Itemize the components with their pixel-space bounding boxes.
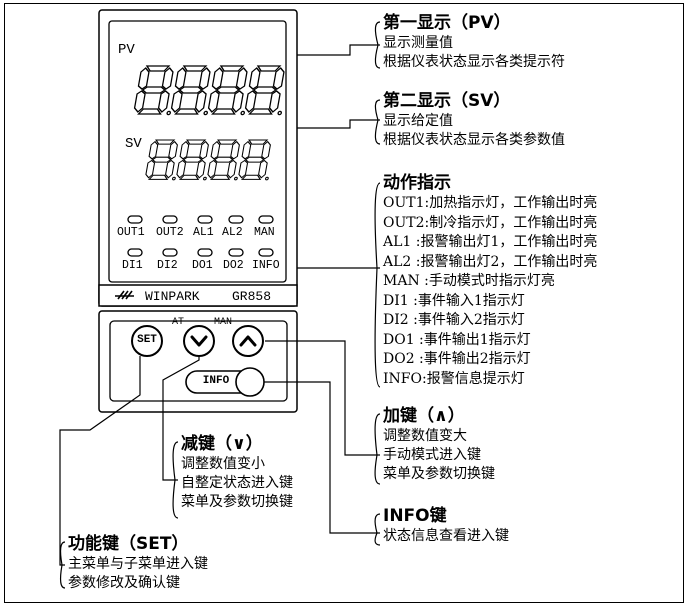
annotation-action-line: DO1 :事件输出1指示灯 bbox=[383, 331, 531, 348]
led-label-do2: DO2 bbox=[223, 259, 244, 272]
annotation-info-title: INFO键 bbox=[383, 506, 447, 526]
led-label-out1: OUT1 bbox=[117, 226, 145, 239]
annotation-pv: 第一显示（PV） 显示测量值 根据仪表状态显示各类提示符 bbox=[383, 12, 565, 72]
annotation-action-line: INFO:报警信息提示灯 bbox=[383, 370, 525, 387]
annotation-up-line: 菜单及参数切换键 bbox=[383, 466, 495, 482]
set-button-label: SET bbox=[137, 334, 157, 346]
annotation-info-line: 状态信息查看进入键 bbox=[383, 528, 509, 544]
led-label-al2: AL2 bbox=[222, 226, 243, 239]
brand-name: WINPARK bbox=[145, 289, 200, 304]
up-button[interactable] bbox=[232, 325, 264, 357]
annotation-up-title: 加键（∧） bbox=[383, 406, 465, 426]
annotation-action-line: MAN :手动模式时指示灯亮 bbox=[383, 273, 555, 289]
led-label-di2: DI2 bbox=[157, 259, 178, 272]
led-label-info: INFO bbox=[252, 259, 280, 272]
led-label-do1: DO1 bbox=[192, 259, 213, 272]
annotation-down-key: 减键（∨） 调整数值变小 自整定状态进入键 菜单及参数切换键 bbox=[181, 433, 293, 512]
annotation-set-line: 参数修改及确认键 bbox=[68, 575, 180, 591]
annotation-down-line: 自整定状态进入键 bbox=[181, 475, 293, 491]
chevron-up-icon bbox=[239, 335, 257, 347]
annotation-down-line: 菜单及参数切换键 bbox=[181, 494, 293, 510]
annotation-sv-title: 第二显示（SV） bbox=[383, 91, 511, 111]
annotation-sv: 第二显示（SV） 显示给定值 根据仪表状态显示各类参数值 bbox=[383, 90, 565, 150]
annotation-action-line: AL2 :报警输出灯2，工作输出时亮 bbox=[383, 253, 598, 270]
annotation-action: 动作指示 OUT1:加热指示灯，工作输出时亮 OUT2:制冷指示灯，工作输出时亮… bbox=[383, 172, 597, 389]
annotation-action-line: DO2 :事件输出2指示灯 bbox=[383, 351, 531, 367]
annotation-pv-line: 显示测量值 bbox=[383, 35, 453, 51]
led-label-al1: AL1 bbox=[193, 226, 214, 239]
outer-frame bbox=[4, 3, 684, 603]
annotation-action-line: DI2 :事件输入2指示灯 bbox=[383, 312, 525, 328]
led-label-di1: DI1 bbox=[122, 259, 143, 272]
brand-logo-icon bbox=[115, 290, 134, 300]
annotation-action-line: DI1 :事件输入1指示灯 bbox=[383, 292, 525, 309]
annotation-up-line: 调整数值变大 bbox=[383, 428, 467, 444]
led-label-man: MAN bbox=[254, 226, 275, 239]
model-name: GR858 bbox=[232, 289, 272, 304]
annotation-action-title: 动作指示 bbox=[383, 173, 451, 193]
annotation-up-key: 加键（∧） 调整数值变大 手动模式进入键 菜单及参数切换键 bbox=[383, 405, 495, 484]
sv-label: SV bbox=[125, 136, 142, 152]
annotation-sv-line: 显示给定值 bbox=[383, 113, 453, 129]
annotation-action-line: AL1 :报警输出灯1，工作输出时亮 bbox=[383, 234, 598, 250]
annotation-down-line: 调整数值变小 bbox=[181, 456, 265, 472]
set-button[interactable] bbox=[131, 325, 163, 357]
info-button-label: INFO bbox=[202, 375, 230, 387]
pv-label: PV bbox=[118, 42, 135, 58]
annotation-info-key: INFO键 状态信息查看进入键 bbox=[383, 505, 509, 546]
annotation-set-line: 主菜单与子菜单进入键 bbox=[68, 556, 208, 572]
annotation-action-line: OUT2:制冷指示灯，工作输出时亮 bbox=[383, 214, 598, 231]
annotation-down-title: 减键（∨） bbox=[181, 434, 263, 454]
led-row-2 bbox=[127, 248, 274, 257]
led-row-1 bbox=[127, 215, 274, 224]
chevron-down-icon bbox=[190, 335, 208, 347]
annotation-sv-line: 根据仪表状态显示各类参数值 bbox=[383, 132, 565, 148]
man-key-label: MAN bbox=[214, 317, 233, 328]
annotation-pv-title: 第一显示（PV） bbox=[383, 13, 511, 33]
info-round-button[interactable] bbox=[235, 367, 265, 397]
at-label: AT bbox=[172, 317, 185, 328]
annotation-pv-line: 根据仪表状态显示各类提示符 bbox=[383, 54, 565, 70]
leader-lines bbox=[59, 21, 381, 589]
annotation-set-key: 功能键（SET） 主菜单与子菜单进入键 参数修改及确认键 bbox=[68, 533, 208, 593]
led-label-out2: OUT2 bbox=[156, 226, 184, 239]
annotation-action-line: OUT1:加热指示灯，工作输出时亮 bbox=[383, 195, 598, 211]
annotation-set-title: 功能键（SET） bbox=[68, 534, 189, 554]
annotation-up-line: 手动模式进入键 bbox=[383, 447, 481, 463]
down-button[interactable] bbox=[183, 325, 215, 357]
